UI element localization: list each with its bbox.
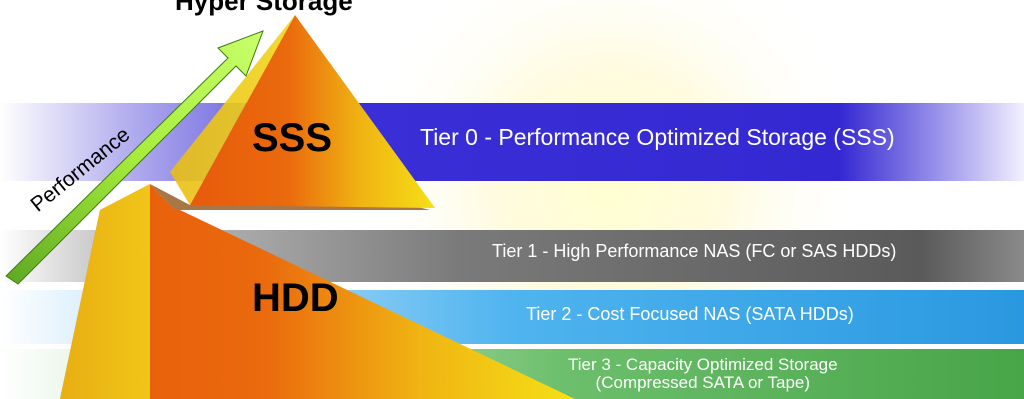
tier-2-label: Tier 2 - Cost Focused NAS (SATA HDDs) — [526, 304, 854, 324]
tier-3-label-line2: (Compressed SATA or Tape) — [595, 373, 811, 392]
sss-pyramid-front — [190, 15, 435, 208]
tier-3-label-line1: Tier 3 - Capacity Optimized Storage — [568, 355, 838, 374]
hdd-label: HDD — [252, 276, 339, 320]
diagram-title: Hyper Storage — [175, 0, 353, 16]
tier-3-label: Tier 3 - Capacity Optimized Storage (Com… — [568, 356, 838, 392]
sss-pyramid-side — [170, 15, 295, 205]
performance-arrow-icon — [5, 30, 264, 285]
tier-1-label: Tier 1 - High Performance NAS (FC or SAS… — [492, 241, 897, 261]
sss-label: SSS — [252, 116, 333, 160]
hdd-pyramid-side — [60, 184, 150, 399]
hdd-pyramid-front — [60, 184, 575, 399]
tier-0-label: Tier 0 - Performance Optimized Storage (… — [420, 124, 895, 150]
